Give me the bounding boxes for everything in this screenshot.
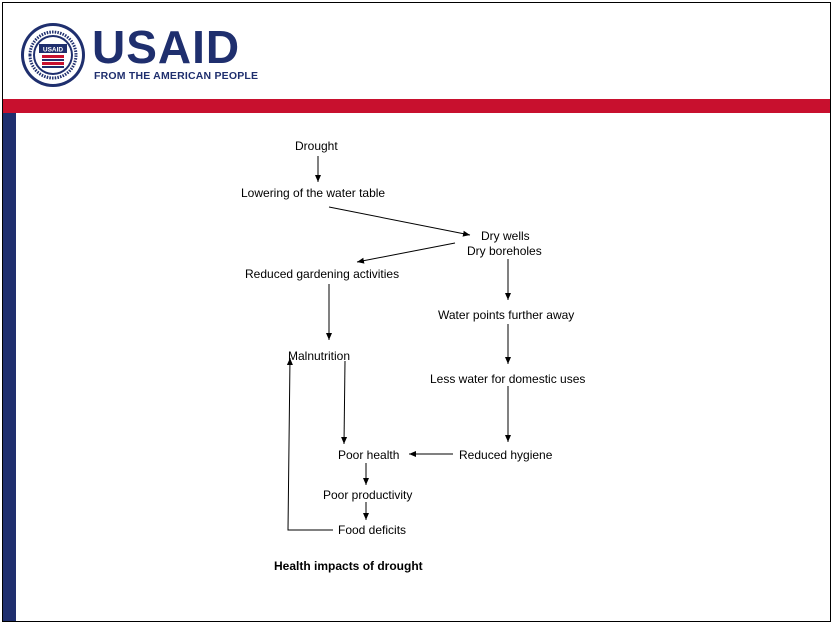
- node-food-deficits: Food deficits: [338, 523, 407, 537]
- arrow-malnutrition-to-poor-health: [341, 360, 348, 445]
- node-malnutrition: Malnutrition: [288, 349, 351, 363]
- node-drought: Drought: [295, 139, 338, 153]
- arrow-dry-wells-to-gardening: [356, 242, 456, 264]
- node-reduced-gardening: Reduced gardening activities: [245, 267, 400, 281]
- node-reduced-hygiene: Reduced hygiene: [459, 448, 553, 462]
- node-poor-health: Poor health: [338, 448, 400, 462]
- header: [3, 3, 830, 99]
- usaid-seal-logo: USAID: [21, 23, 85, 87]
- node-dry-boreholes: Dry boreholes: [467, 244, 542, 258]
- node-water-points: Water points further away: [438, 308, 575, 322]
- node-dry-wells: Dry wells: [481, 229, 530, 243]
- node-poor-productivity: Poor productivity: [323, 488, 413, 502]
- usaid-tagline: FROM THE AMERICAN PEOPLE: [94, 70, 259, 82]
- svg-text:USAID: USAID: [43, 47, 64, 54]
- usaid-wordmark: USAID: [92, 21, 241, 73]
- arrow-food-deficits-to-malnutrition: [286, 357, 333, 531]
- node-less-water: Less water for domestic uses: [430, 372, 586, 386]
- node-water-table: Lowering of the water table: [241, 186, 386, 200]
- header-red-band: [3, 99, 830, 113]
- arrow-water-table-to-dry-wells: [328, 206, 471, 237]
- diagram-caption: Health impacts of drought: [274, 559, 423, 573]
- left-blue-band: [3, 113, 16, 621]
